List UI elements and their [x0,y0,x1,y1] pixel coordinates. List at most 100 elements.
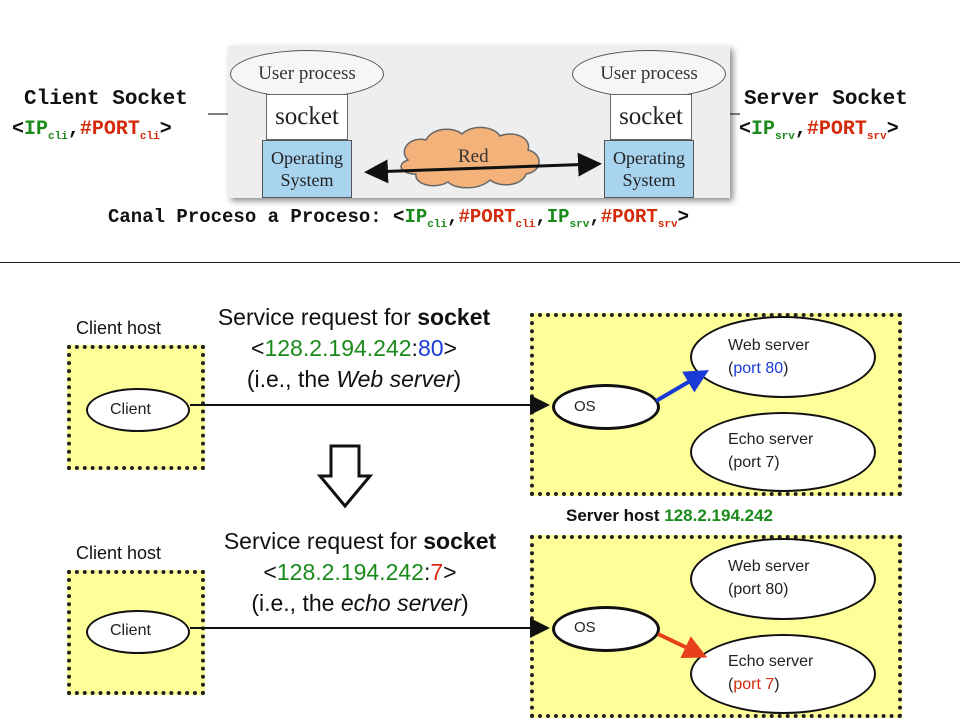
canal-ip1-sub: cli [427,218,448,231]
req-open: < [263,559,277,585]
tuple-ip: IP [24,118,49,141]
os-to-web-server-arrow [654,369,709,403]
connection-arrows [190,369,709,658]
os-line1: Operating [613,148,685,168]
canal-port2-sub: srv [657,218,678,231]
canal-ip2-sub: srv [569,218,590,231]
tuple-port: #PORT [79,118,140,141]
echo-port-value: port 7 [733,676,775,693]
section-divider [0,262,960,263]
tuple-port: #PORT [806,118,867,141]
req-bold: socket [417,304,491,330]
canal-port2: #PORT [600,206,658,228]
canal-label: Canal Proceso a Proceso: [108,206,394,228]
right-socket-box: socket [610,94,692,140]
canal-open: < [393,206,405,228]
service-request-2: Service request for socket <128.2.194.24… [196,526,524,619]
service-request-1: Service request for socket <128.2.194.24… [190,302,518,395]
req-open: < [251,335,265,361]
canal-line: Canal Proceso a Proceso: <IPcli,#PORTcli… [108,206,689,231]
echo-server-label-1: Echo server (port 7) [728,428,813,474]
client-socket-tuple: <IPcli,#PORTcli> [12,118,172,143]
web-server-node-2 [690,538,876,620]
req-close: > [443,559,457,585]
os-line2: System [280,170,334,190]
client-host-label-1: Client host [76,318,162,338]
client-node-1 [86,388,190,432]
network-cloud-layer [364,126,602,189]
tuple-sep: , [67,118,80,141]
web-port-value: port 80 [733,360,784,377]
req-colon: : [423,559,431,585]
server-socket-title: Server Socket [744,88,908,111]
req-service: echo server [340,590,461,616]
req-ip: 128.2.194.242 [276,559,424,585]
web-server-label-1: Web server (port 80) [728,334,810,380]
web-server-name: Web server [728,558,810,575]
os-line2: System [622,170,676,190]
left-socket-box: socket [266,94,348,140]
tuple-port-sub: cli [139,131,160,143]
os-label-2: OS [574,619,596,636]
req-paren-suffix: ) [453,366,462,392]
server-host-text: Server host [566,506,665,525]
req-ip: 128.2.194.242 [264,335,412,361]
client-label-1: Client [110,401,151,418]
echo-server-name: Echo server [728,431,814,448]
canal-sep2: , [535,206,547,228]
echo-server-port: (port 7) [728,454,780,471]
tuple-sep: , [794,118,807,141]
web-server-port: (port 80) [728,581,789,598]
canal-port1-sub: cli [515,218,536,231]
tuple-ip: IP [751,118,776,141]
tuple-open: < [12,118,25,141]
req-service: Web server [336,366,454,392]
web-server-label-2: Web server (port 80) [728,555,810,601]
tuple-close: > [886,118,899,141]
client-node-2 [86,610,190,654]
echo-server-node-2 [690,634,876,714]
os-node-2 [552,606,660,652]
req-colon: : [411,335,418,361]
network-connection-line [364,152,602,184]
server-host-label: Server host 128.2.194.242 [566,506,773,526]
echo-port-open: ( [728,676,734,693]
down-arrow-icon [316,444,374,509]
req-paren-prefix: (i.e., the [251,590,341,616]
web-port-open: ( [728,360,734,377]
left-user-process: User process [230,50,384,98]
web-server-name: Web server [728,337,810,354]
os-line1: Operating [271,148,343,168]
tuple-port-sub: srv [866,131,887,143]
tuple-open: < [739,118,752,141]
server-host-ip: 128.2.194.242 [664,506,773,525]
req-paren-suffix: ) [460,590,469,616]
client-label-2: Client [110,622,151,639]
echo-server-name: Echo server [728,653,814,670]
network-label: Red [458,146,489,167]
canal-close: > [677,206,689,228]
req-port: 80 [417,335,444,361]
req-prefix: Service request for [217,304,418,330]
os-to-echo-server-arrow [657,632,708,658]
tuple-ip-sub: srv [775,131,795,143]
req-paren-prefix: (i.e., the [246,366,337,392]
canal-ip1: IP [404,206,428,228]
os-node-1 [552,384,660,430]
req-bold: socket [423,528,497,554]
client-host-label-2: Client host [76,543,162,563]
web-port-close: ) [783,360,789,377]
req-port: 7 [430,559,444,585]
req-prefix: Service request for [223,528,424,554]
server-socket-tuple: <IPsrv,#PORTsrv> [739,118,899,143]
canal-sep1: , [447,206,459,228]
echo-server-label-2: Echo server (port 7) [728,650,813,696]
canal-ip2: IP [546,206,570,228]
os-label-1: OS [574,398,596,415]
client-socket-title: Client Socket [24,88,188,111]
right-user-process: User process [572,50,726,98]
req-close: > [443,335,457,361]
tuple-close: > [159,118,172,141]
web-server-node-1 [690,316,876,398]
